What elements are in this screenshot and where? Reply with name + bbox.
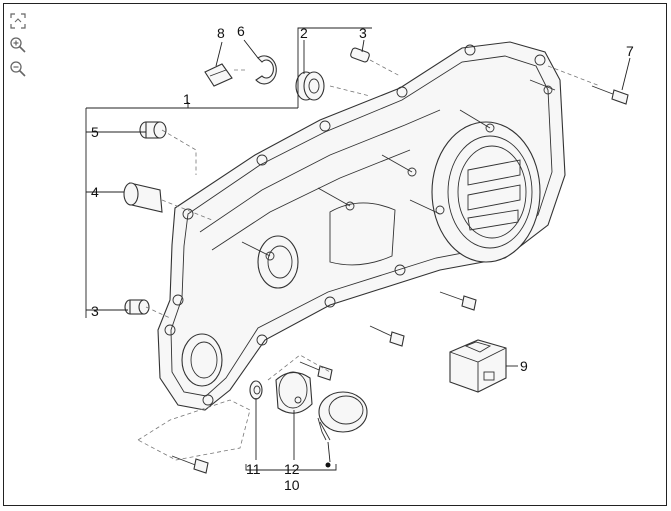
callout-8[interactable]: 8 — [217, 25, 225, 41]
callout-9[interactable]: 9 — [520, 358, 528, 374]
callout-3-top[interactable]: 3 — [359, 25, 367, 41]
callout-11[interactable]: 11 — [246, 461, 261, 477]
callout-12[interactable]: 12 — [284, 461, 300, 477]
callout-leaders — [85, 27, 631, 471]
loose-bolts — [171, 291, 477, 474]
block-part-9[interactable] — [449, 339, 507, 393]
cover-studs — [241, 79, 556, 261]
guide-lines — [137, 59, 601, 461]
dowel-pin-part-3-top[interactable] — [350, 47, 370, 63]
viewer-toolbar — [9, 12, 31, 84]
callout-3-left[interactable]: 3 — [91, 303, 99, 319]
bearing-part-2[interactable] — [295, 71, 325, 101]
callout-6[interactable]: 6 — [237, 23, 245, 39]
bullet-dot-icon — [325, 462, 331, 468]
sensor-part-12[interactable] — [275, 371, 313, 414]
callout-7[interactable]: 7 — [626, 43, 634, 59]
fit-to-screen-icon[interactable] — [9, 12, 27, 30]
dowel-pin-part-3-left[interactable] — [124, 299, 150, 315]
transmission-cover[interactable] — [157, 41, 566, 411]
circlip-part-6[interactable] — [255, 55, 277, 85]
zoom-in-icon[interactable] — [9, 36, 27, 54]
clip-part-8[interactable] — [204, 63, 233, 87]
callout-labels: 1 2 3 3 4 5 6 7 8 9 10 11 12 — [91, 23, 634, 493]
bolt-part-7[interactable] — [591, 85, 629, 105]
callout-4[interactable]: 4 — [91, 184, 99, 200]
callout-10[interactable]: 10 — [284, 477, 300, 493]
callout-2[interactable]: 2 — [300, 25, 308, 41]
cap-with-hose[interactable] — [317, 391, 368, 441]
callout-5[interactable]: 5 — [91, 124, 99, 140]
sleeve-part-4[interactable] — [123, 182, 163, 213]
callout-1[interactable]: 1 — [183, 91, 191, 107]
bushing-part-5[interactable] — [139, 121, 167, 139]
washer-part-11[interactable] — [249, 380, 263, 400]
zoom-out-icon[interactable] — [9, 60, 27, 78]
